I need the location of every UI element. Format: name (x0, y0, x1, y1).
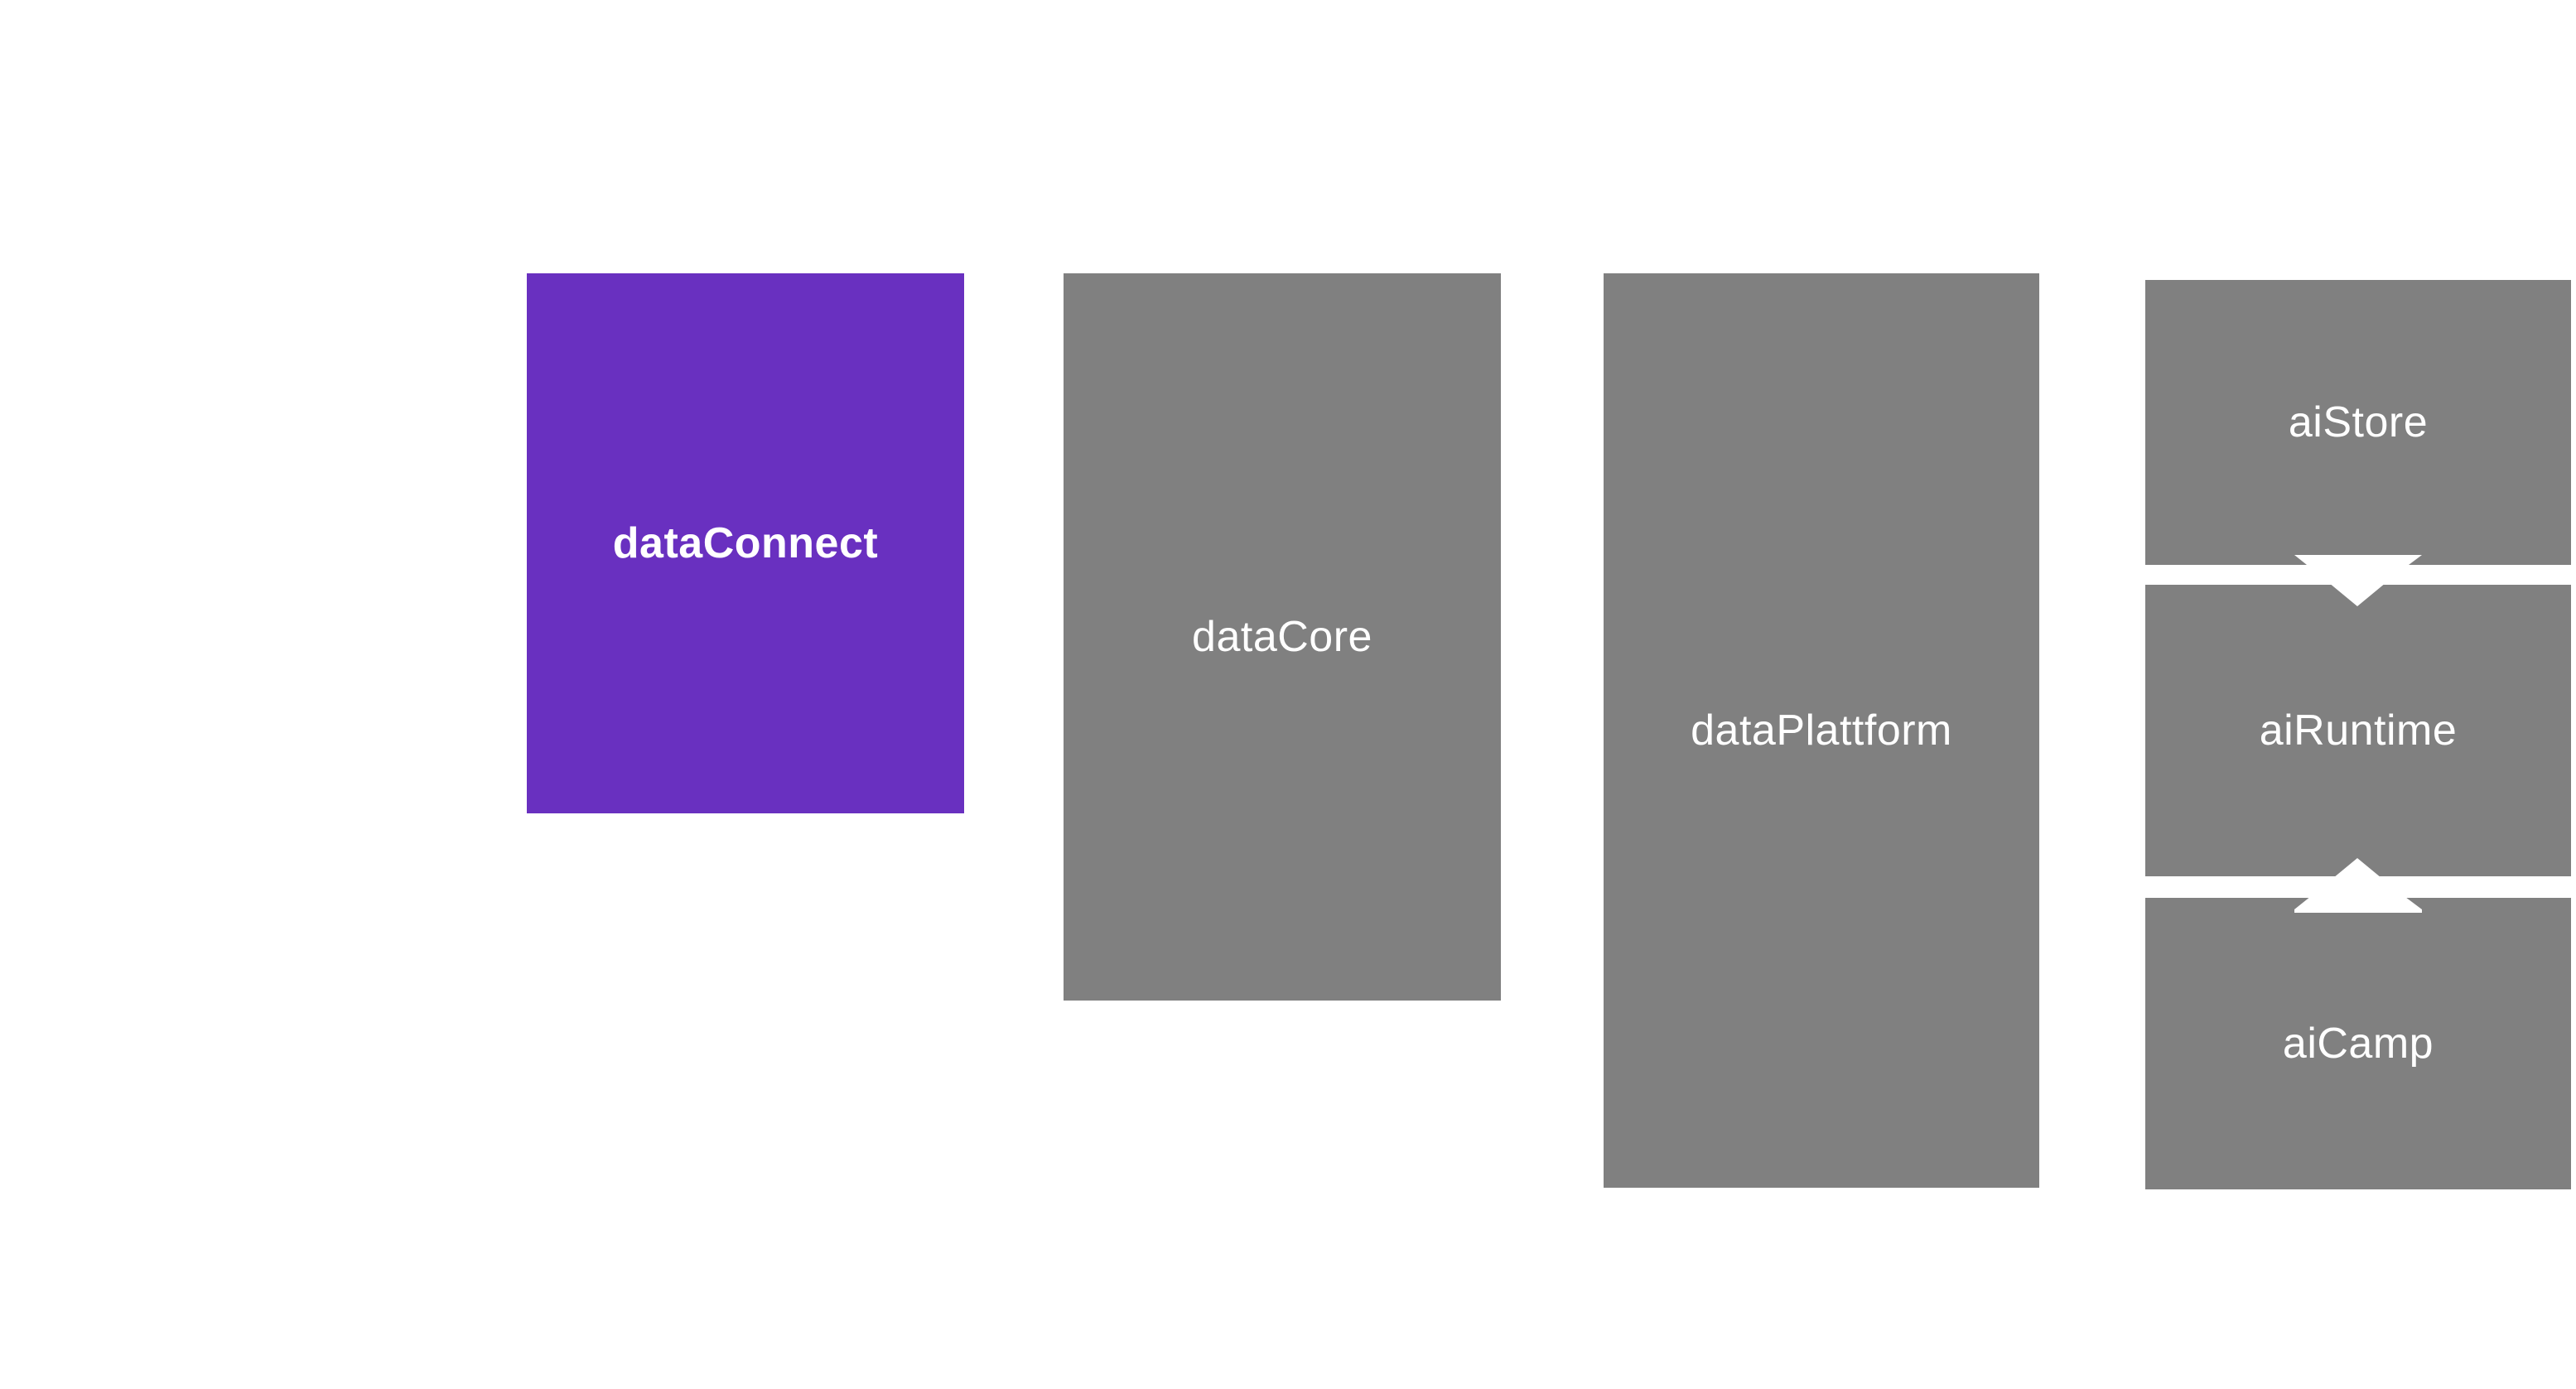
block-ai-store-label: aiStore (2288, 398, 2429, 446)
block-data-plattform-label: dataPlattform (1691, 707, 1952, 755)
block-data-core-label: dataCore (1192, 613, 1372, 661)
block-ai-camp-label: aiCamp (2282, 1020, 2434, 1068)
connector-camp-to-runtime-arrow (2294, 858, 2422, 913)
block-data-plattform[interactable]: dataPlattform (1604, 273, 2039, 1188)
block-data-connect-label: dataConnect (612, 519, 879, 567)
block-ai-camp[interactable]: aiCamp (2145, 898, 2571, 1189)
block-ai-store[interactable]: aiStore (2145, 280, 2571, 565)
block-data-connect[interactable]: dataConnect (527, 273, 964, 813)
block-ai-runtime[interactable]: aiRuntime (2145, 585, 2571, 876)
block-ai-runtime-label: aiRuntime (2259, 707, 2458, 755)
block-data-core[interactable]: dataCore (1064, 273, 1501, 1001)
connector-store-to-runtime-arrow (2294, 555, 2422, 606)
